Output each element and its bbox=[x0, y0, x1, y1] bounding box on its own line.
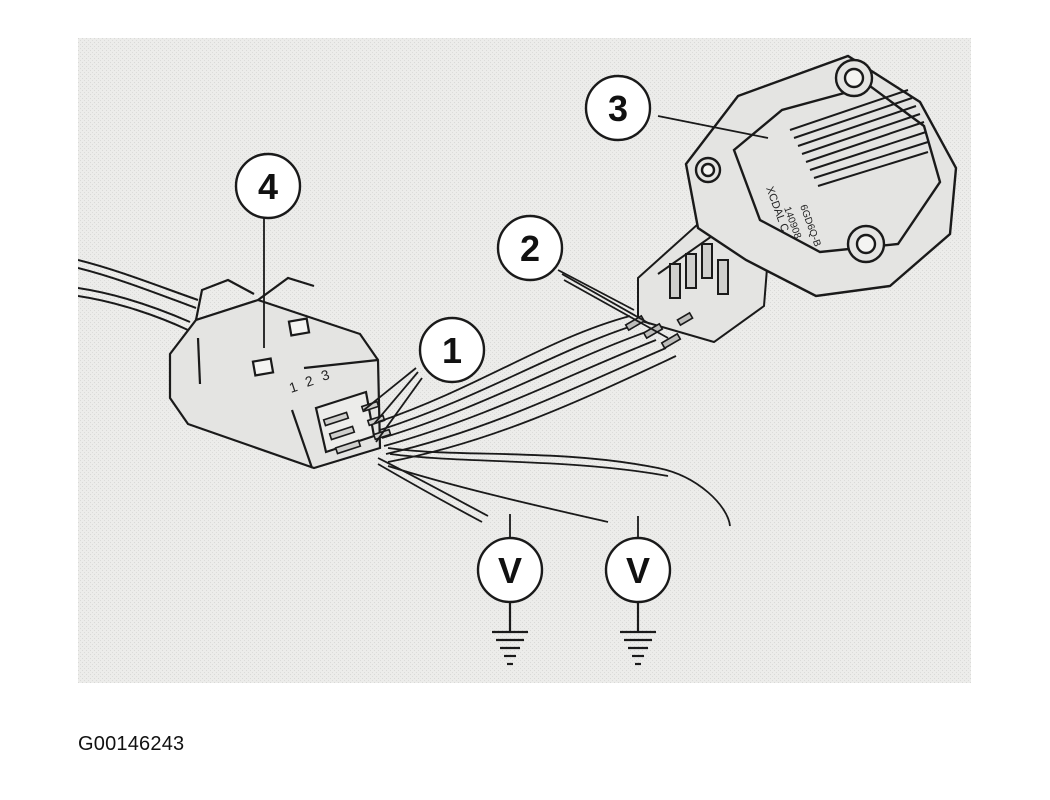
figure-id: G00146243 bbox=[78, 733, 185, 755]
callout-1: 1 bbox=[418, 316, 486, 384]
test-leads bbox=[377, 447, 731, 527]
callout-3-label: 3 bbox=[608, 88, 628, 129]
voltmeter-symbol-1: V bbox=[476, 536, 544, 666]
voltmeter-symbol-2: V bbox=[604, 536, 672, 666]
callout-1-label: 1 bbox=[442, 330, 462, 371]
harness-left bbox=[78, 259, 199, 331]
callout-2: 2 bbox=[496, 214, 564, 282]
sensor-probe-tips bbox=[624, 311, 694, 350]
ground-icon bbox=[492, 602, 528, 666]
ground-icon bbox=[620, 602, 656, 666]
callout-4: 4 bbox=[234, 152, 302, 220]
oil-level-sensor bbox=[684, 54, 958, 298]
voltmeter-1-label: V bbox=[498, 550, 522, 591]
harness-wires bbox=[377, 315, 677, 463]
callout-3: 3 bbox=[584, 74, 652, 142]
callout-4-label: 4 bbox=[258, 166, 278, 207]
wiring-diagram: 1 2 3 bbox=[78, 38, 971, 683]
callout-2-label: 2 bbox=[520, 228, 540, 269]
voltmeter-2-label: V bbox=[626, 550, 650, 591]
